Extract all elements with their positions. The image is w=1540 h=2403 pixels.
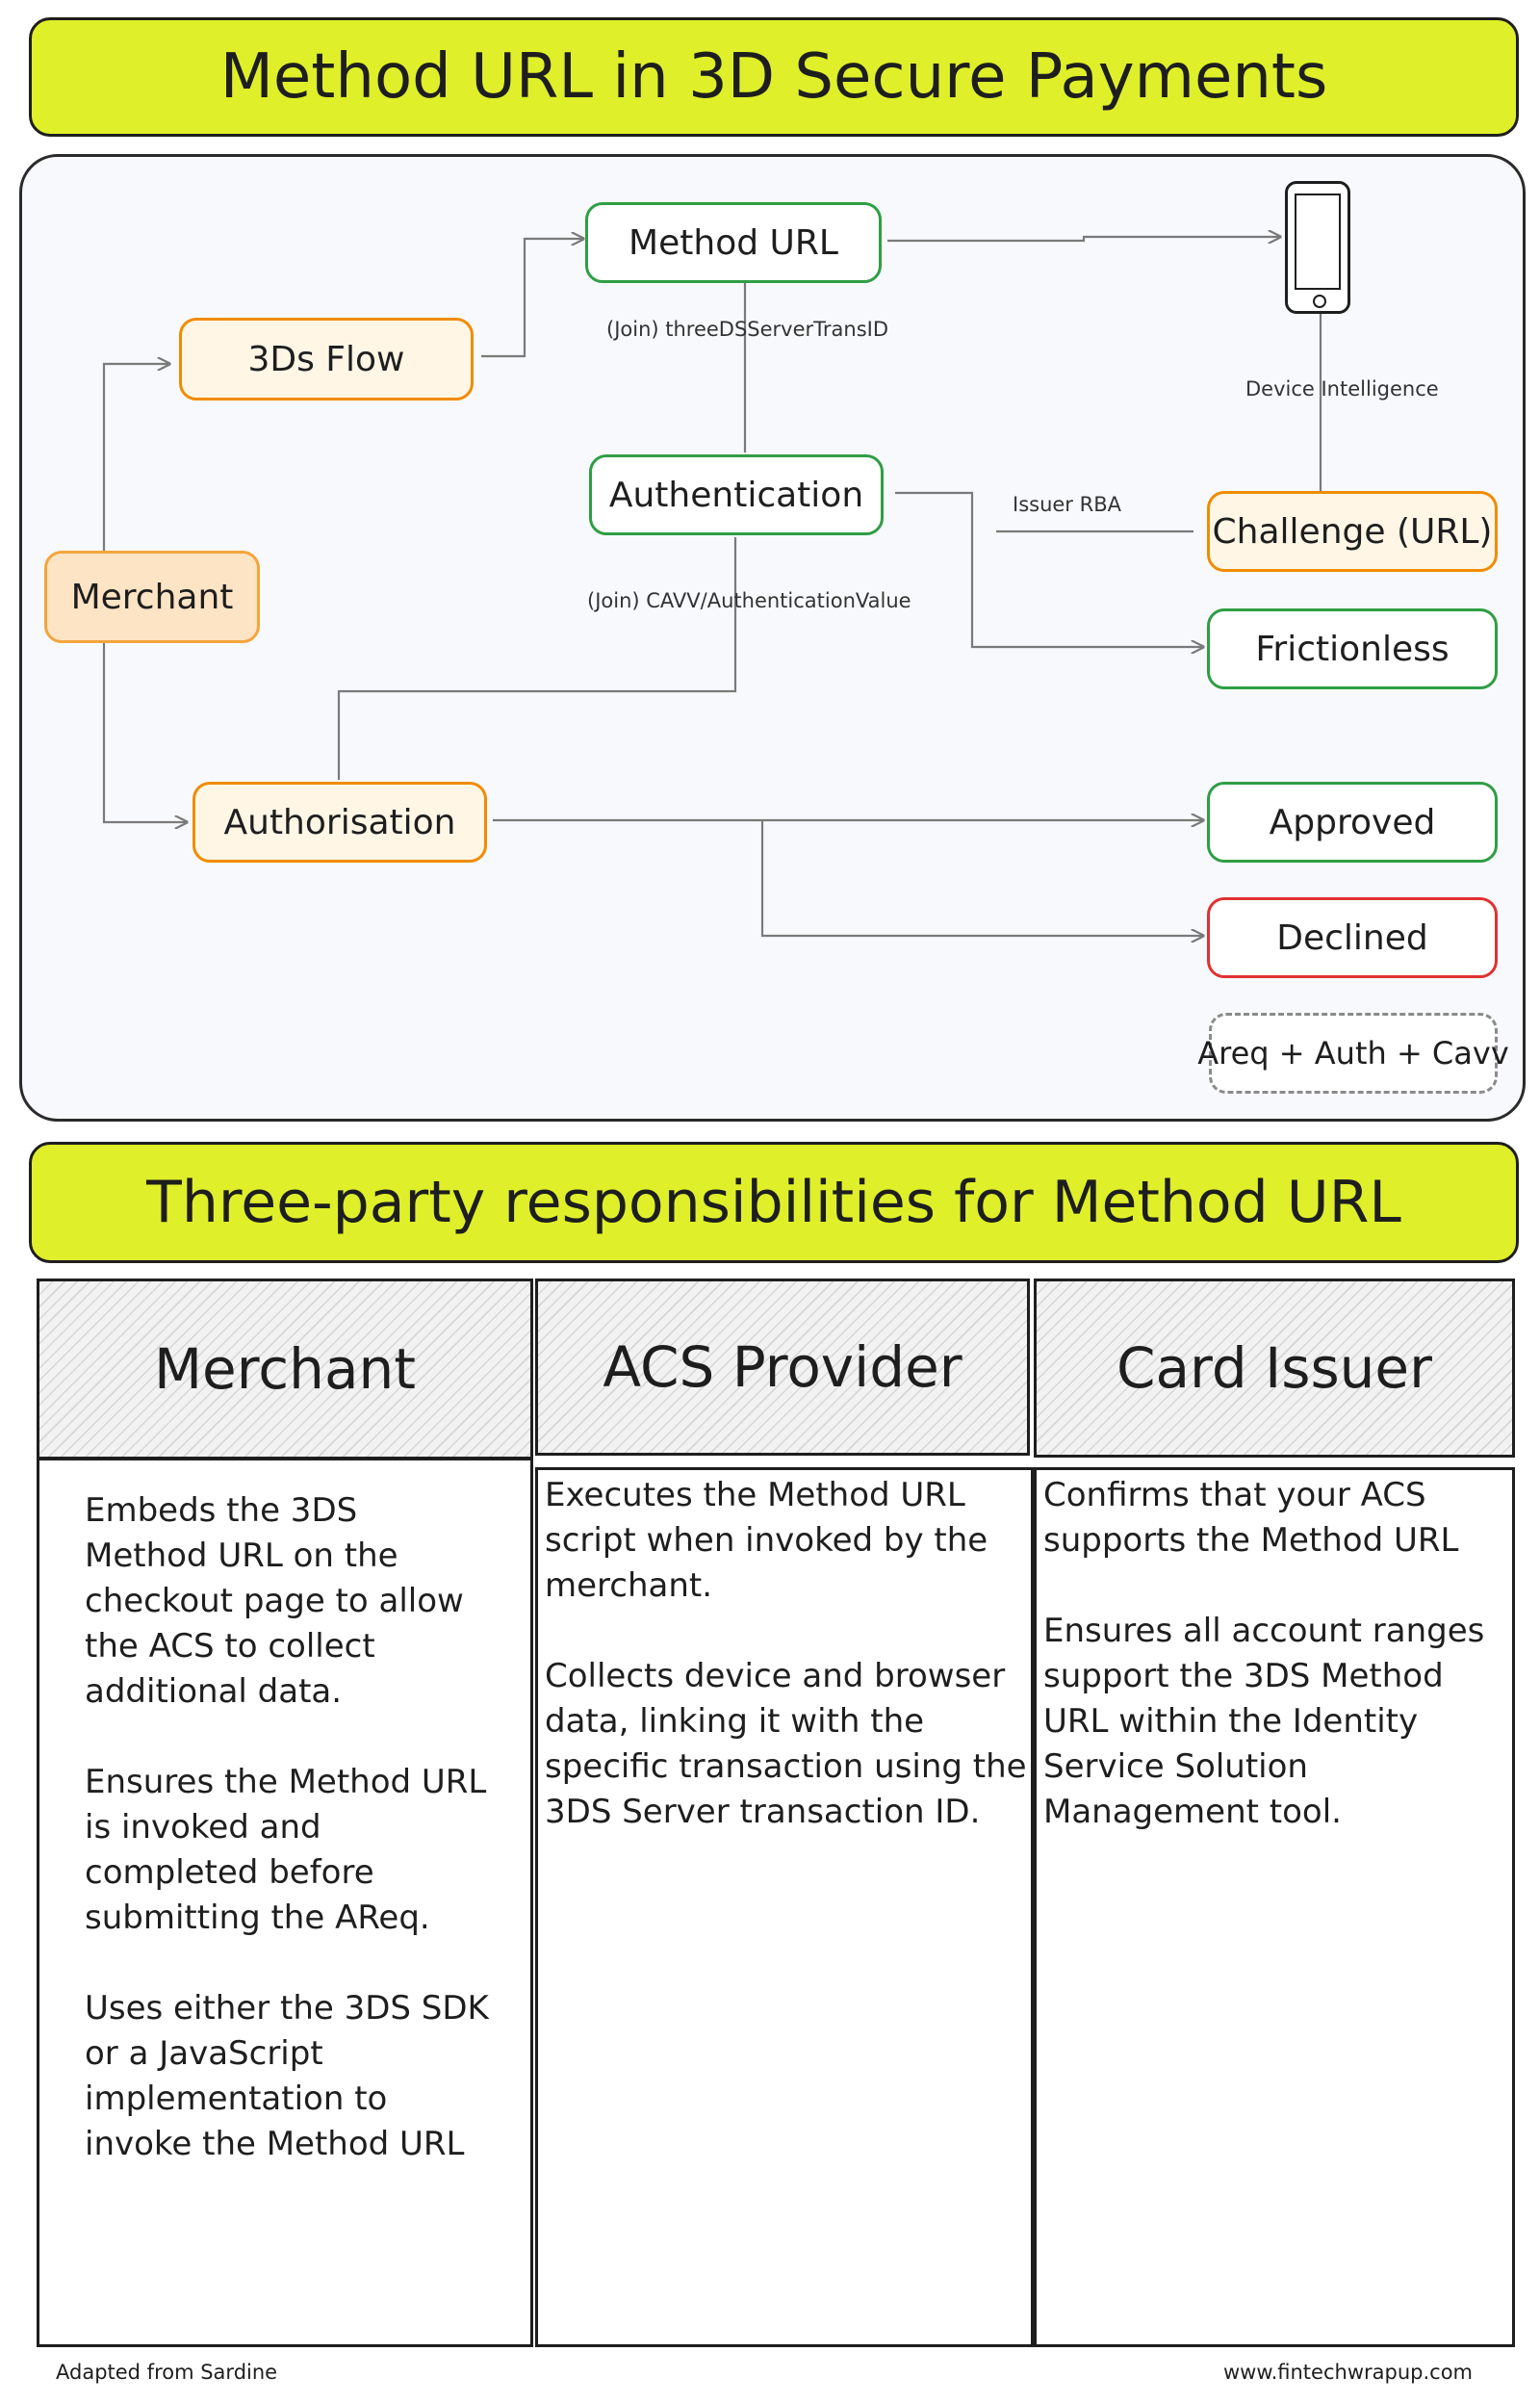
node-legend-areq-auth-cavv: Areq + Auth + Cavv: [1197, 1013, 1509, 1094]
node-declined: Declined: [1207, 897, 1498, 978]
merchant-responsibility-1: Embeds the 3DS Method URL on the checkou…: [85, 1491, 464, 1711]
edge-merchant-to-3ds-flow: [102, 364, 169, 551]
edge-authorisation-to-declined: [760, 820, 1203, 936]
edge-3ds-flow-to-method-url: [481, 239, 583, 358]
section-title: Three-party responsibilities for Method …: [29, 1142, 1519, 1263]
smartphone-screen: [1295, 194, 1341, 290]
table-header-merchant-label: Merchant: [154, 1336, 416, 1402]
node-challenge: Challenge (URL): [1207, 491, 1498, 572]
table-header-acs-provider-label: ACS Provider: [603, 1334, 962, 1400]
page-title-text: Method URL in 3D Secure Payments: [219, 41, 1328, 113]
node-merchant: Merchant: [44, 551, 260, 643]
node-merchant-label: Merchant: [70, 577, 234, 617]
acs-provider-responsibilities: Executes the Method URL script when invo…: [545, 1473, 1031, 1835]
edge-merchant-to-authorisation: [102, 641, 187, 822]
table-header-card-issuer-label: Card Issuer: [1116, 1335, 1432, 1401]
footer-attribution: Adapted from Sardine: [56, 2361, 278, 2384]
card-issuer-responsibility-2: Ensures all account ranges support the 3…: [1043, 1612, 1485, 1831]
acs-provider-responsibility-1: Executes the Method URL script when invo…: [545, 1476, 988, 1605]
edge-authentication-to-frictionless: [895, 491, 1203, 647]
acs-provider-responsibility-2: Collects device and browser data, linkin…: [545, 1657, 1027, 1831]
node-3ds-flow-label: 3Ds Flow: [247, 339, 405, 379]
node-declined-label: Declined: [1276, 917, 1428, 958]
node-method-url-label: Method URL: [629, 222, 838, 263]
node-approved: Approved: [1207, 782, 1498, 863]
node-3ds-flow: 3Ds Flow: [179, 318, 474, 400]
node-challenge-label: Challenge (URL): [1212, 511, 1493, 552]
smartphone-icon: [1285, 181, 1350, 314]
table-cell-card-issuer: [1034, 1467, 1515, 2347]
table-header-merchant: Merchant: [37, 1279, 533, 1460]
node-approved-label: Approved: [1269, 802, 1436, 842]
node-authentication-label: Authentication: [608, 475, 864, 515]
node-method-url: Method URL: [585, 202, 882, 283]
table-header-acs-provider: ACS Provider: [535, 1279, 1030, 1456]
label-device-intelligence: Device Intelligence: [1245, 377, 1439, 400]
card-issuer-responsibility-1: Confirms that your ACS supports the Meth…: [1043, 1476, 1459, 1560]
merchant-responsibility-2: Ensures the Method URL is invoked and co…: [85, 1763, 487, 1937]
merchant-responsibilities: Embeds the 3DS Method URL on the checkou…: [85, 1488, 489, 2167]
node-frictionless-label: Frictionless: [1255, 629, 1450, 669]
footer-website-link[interactable]: www.fintechwrapup.com: [1223, 2361, 1473, 2384]
merchant-responsibility-3: Uses either the 3DS SDK or a JavaScript …: [85, 1989, 489, 2163]
card-issuer-responsibilities: Confirms that your ACS supports the Meth…: [1043, 1473, 1505, 1835]
label-join-trans-id: (Join) threeDSServerTransID: [606, 318, 889, 341]
section-title-text: Three-party responsibilities for Method …: [146, 1169, 1401, 1236]
node-authentication: Authentication: [589, 454, 884, 535]
table-cell-acs-provider: [535, 1467, 1034, 2347]
label-join-cavv: (Join) CAVV/AuthenticationValue: [587, 589, 911, 612]
page-title: Method URL in 3D Secure Payments: [29, 17, 1519, 137]
node-authorisation: Authorisation: [192, 782, 487, 863]
label-issuer-rba: Issuer RBA: [1013, 493, 1121, 516]
smartphone-home-button: [1313, 295, 1326, 308]
table-cell-merchant: [37, 1458, 533, 2347]
edge-authentication-to-authorisation: [337, 537, 737, 780]
edge-method-url-to-phone: [887, 237, 1280, 241]
legend-label: Areq + Auth + Cavv: [1197, 1035, 1509, 1072]
node-frictionless: Frictionless: [1207, 608, 1498, 689]
diagram-connectors: [102, 0, 1322, 1136]
node-authorisation-label: Authorisation: [223, 802, 456, 842]
table-header-card-issuer: Card Issuer: [1034, 1279, 1515, 1458]
